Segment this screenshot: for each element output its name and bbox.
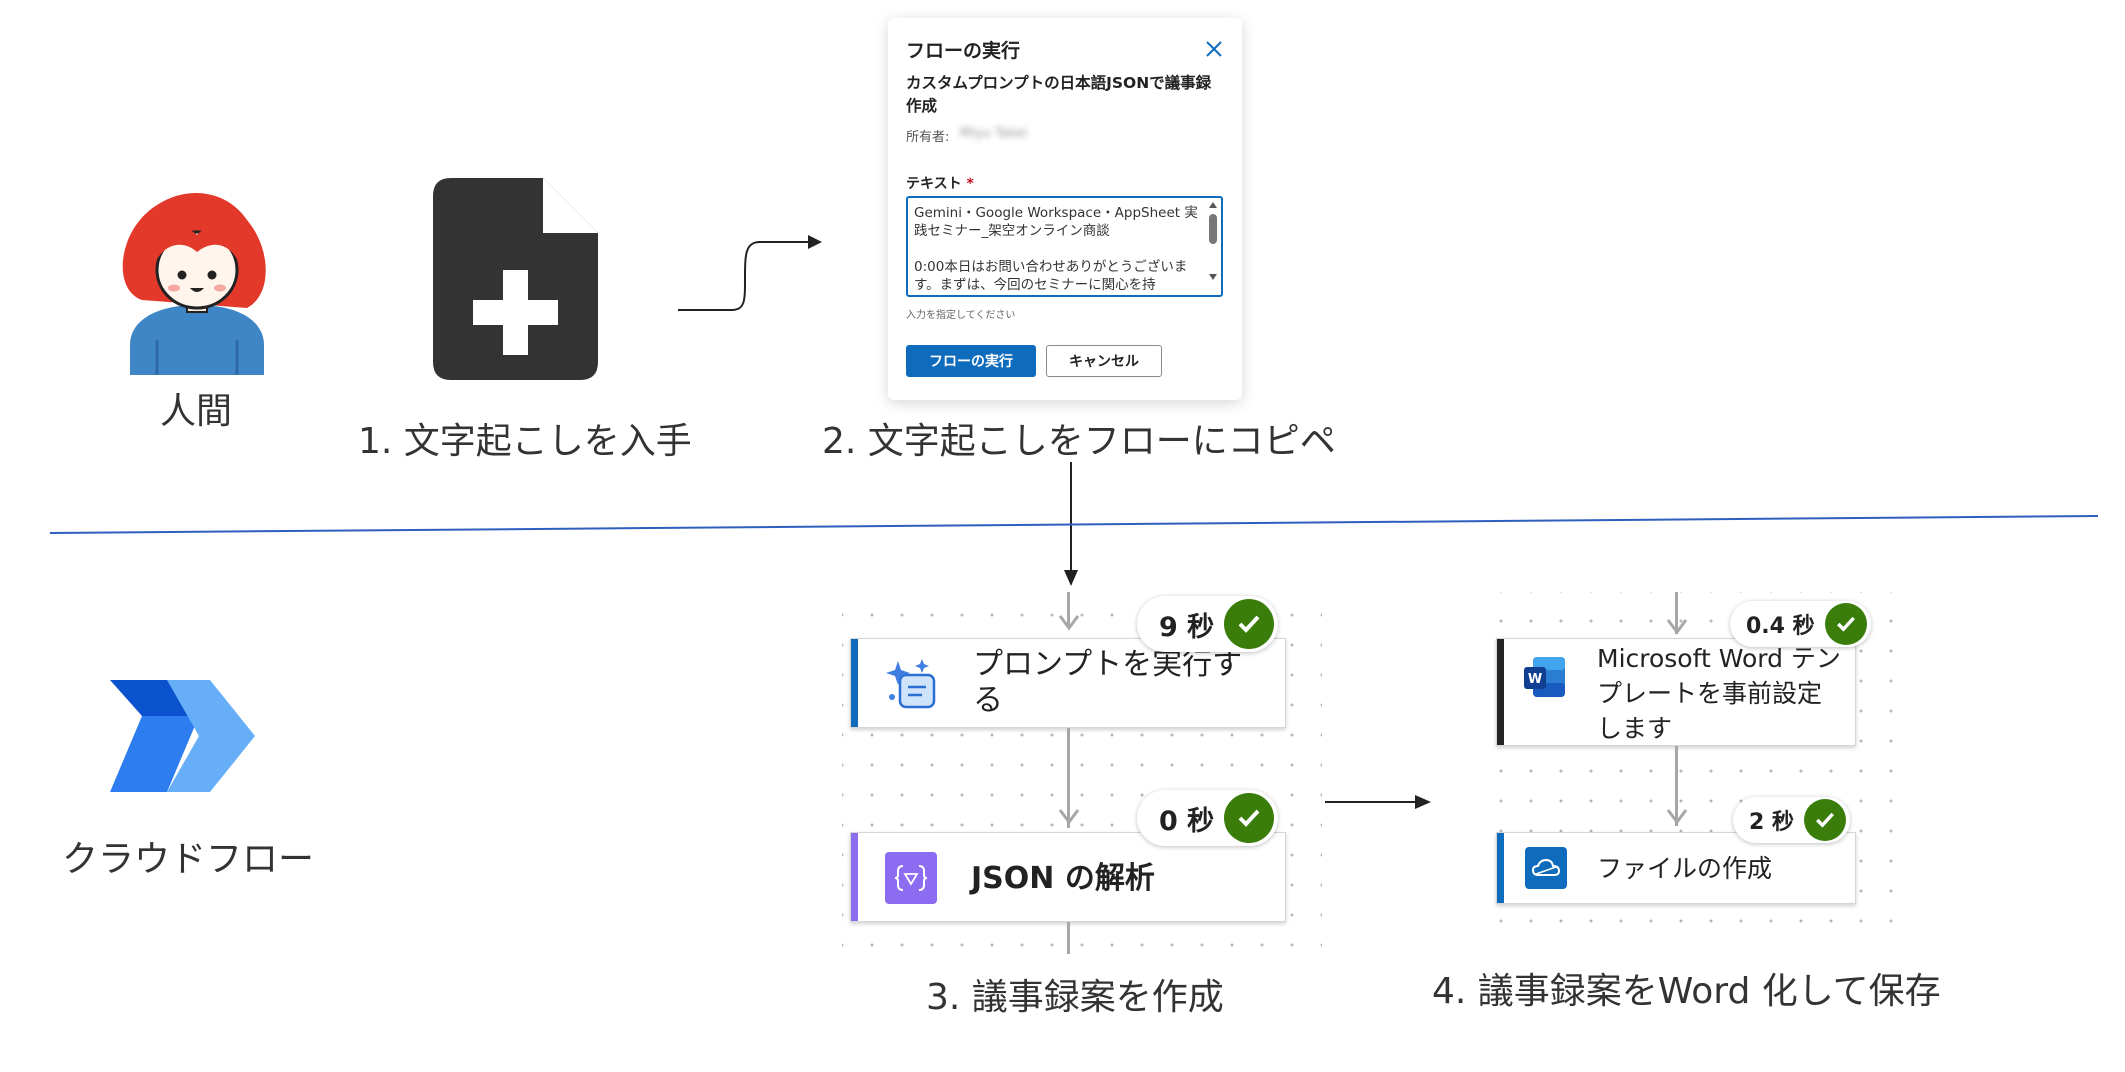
text-line-2: 0:00本日はお問い合わせありがとうございます。まずは、今回のセミナーに関心を持: [914, 259, 1188, 293]
card-accent: [851, 833, 858, 921]
action-card-prompt[interactable]: プロンプトを実行する: [850, 638, 1286, 728]
cancel-button[interactable]: キャンセル: [1046, 345, 1162, 377]
input-hint: 入力を指定してください: [906, 310, 1016, 321]
owner-value: Miyu Takei: [960, 126, 1028, 141]
duration-badge: 2 秒: [1733, 797, 1850, 843]
action-title: Microsoft Word テンプレートを事前設定します: [1597, 644, 1841, 743]
cloud-label: クラウドフロー: [62, 839, 315, 880]
connector: [1067, 592, 1070, 628]
action-card-word[interactable]: W Microsoft Word テンプレートを事前設定します: [1496, 638, 1856, 746]
run-flow-button[interactable]: フローの実行: [906, 345, 1036, 377]
step1-caption: 1. 文字起こしを入手: [358, 421, 692, 462]
scroll-thumb[interactable]: [1209, 214, 1217, 244]
human-label: 人間: [160, 391, 233, 432]
connector-arrow: [1058, 615, 1080, 631]
scrollbar[interactable]: [1208, 202, 1218, 292]
duration-text: 0 秒: [1159, 805, 1215, 837]
down-arrow: [1064, 462, 1078, 586]
close-icon[interactable]: [1203, 38, 1225, 60]
duration-badge: 0.4 秒: [1730, 601, 1871, 647]
action-title: JSON の解析: [971, 861, 1155, 896]
field-label: テキスト *: [906, 173, 974, 193]
duration-text: 0.4 秒: [1746, 614, 1815, 639]
checkmark-icon: [1803, 799, 1846, 841]
duration-text: 9 秒: [1159, 611, 1215, 643]
power-automate-logo: [110, 680, 255, 792]
checkmark-icon: [1224, 793, 1275, 843]
owner-label: 所有者:: [906, 130, 950, 145]
connector: [1067, 922, 1070, 954]
person-avatar: [112, 180, 282, 375]
section-divider: [49, 515, 2099, 534]
text-input[interactable]: Gemini・Google Workspace・AppSheet 実践セミナー_…: [906, 196, 1223, 297]
flow-arrow: [1325, 795, 1431, 809]
svg-text:W: W: [1528, 672, 1542, 687]
connector: [1675, 592, 1678, 634]
onedrive-icon: [1525, 847, 1567, 889]
card-accent: [851, 639, 858, 727]
connector: [1067, 728, 1070, 828]
step2-caption: 2. 文字起こしをフローにコピペ: [822, 421, 1336, 462]
connector: [1675, 746, 1678, 826]
text-line-1: Gemini・Google Workspace・AppSheet 実践セミナー_…: [914, 205, 1198, 239]
card-accent: [1497, 833, 1504, 903]
word-icon: W: [1523, 655, 1567, 699]
action-card-file[interactable]: ファイルの作成: [1496, 832, 1856, 904]
action-title: ファイルの作成: [1597, 854, 1773, 883]
step4-caption: 4. 議事録案をWord 化して保存: [1432, 971, 1941, 1012]
flow-name: カスタムプロンプトの日本語JSONで議事録作成: [906, 74, 1212, 115]
card-accent: [1497, 639, 1504, 745]
connector-arrow: [1666, 619, 1688, 635]
duration-badge: 0 秒: [1137, 790, 1279, 846]
action-title: プロンプトを実行する: [973, 647, 1243, 718]
connector-arrow: [1666, 809, 1688, 825]
duration-text: 2 秒: [1749, 810, 1794, 835]
scroll-up-icon[interactable]: [1209, 202, 1217, 208]
required-mark: *: [966, 176, 974, 192]
file-add-icon: [433, 178, 598, 380]
json-parse-icon: [885, 852, 937, 904]
dialog-title: フローの実行: [906, 40, 1021, 62]
run-flow-dialog: フローの実行 カスタムプロンプトの日本語JSONで議事録作成 所有者: Miyu…: [888, 18, 1242, 400]
field-label-text: テキスト: [906, 176, 962, 192]
flow-arrow: [678, 235, 822, 311]
checkmark-icon: [1224, 599, 1275, 649]
duration-badge: 9 秒: [1137, 596, 1279, 652]
ai-prompt-icon: [886, 659, 938, 711]
checkmark-icon: [1824, 603, 1867, 645]
step3-caption: 3. 議事録案を作成: [926, 977, 1224, 1018]
action-card-json[interactable]: JSON の解析: [850, 832, 1286, 922]
scroll-down-icon[interactable]: [1209, 274, 1217, 280]
connector-arrow: [1058, 809, 1080, 825]
